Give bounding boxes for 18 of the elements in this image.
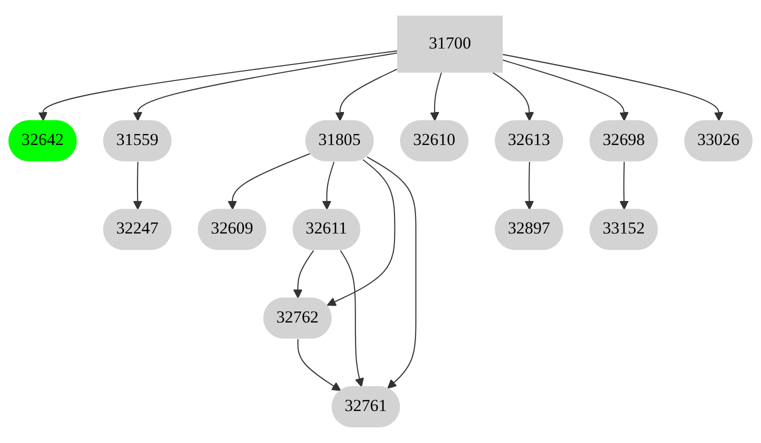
arrow [619,162,629,210]
arrow [297,339,342,392]
arrow [322,162,334,210]
arrow [293,250,314,298]
arrow [133,162,142,210]
arrow [228,153,310,210]
arrow [326,159,396,306]
arrow [335,68,398,122]
arrow [430,72,442,122]
arrow [502,54,724,122]
arrow [340,250,364,388]
node-box: 31700 [397,16,503,73]
arrow [524,162,534,210]
arrow [502,60,629,122]
arrow [38,50,398,122]
arrow [366,156,416,389]
arrow [133,52,398,122]
arrow [492,72,534,122]
